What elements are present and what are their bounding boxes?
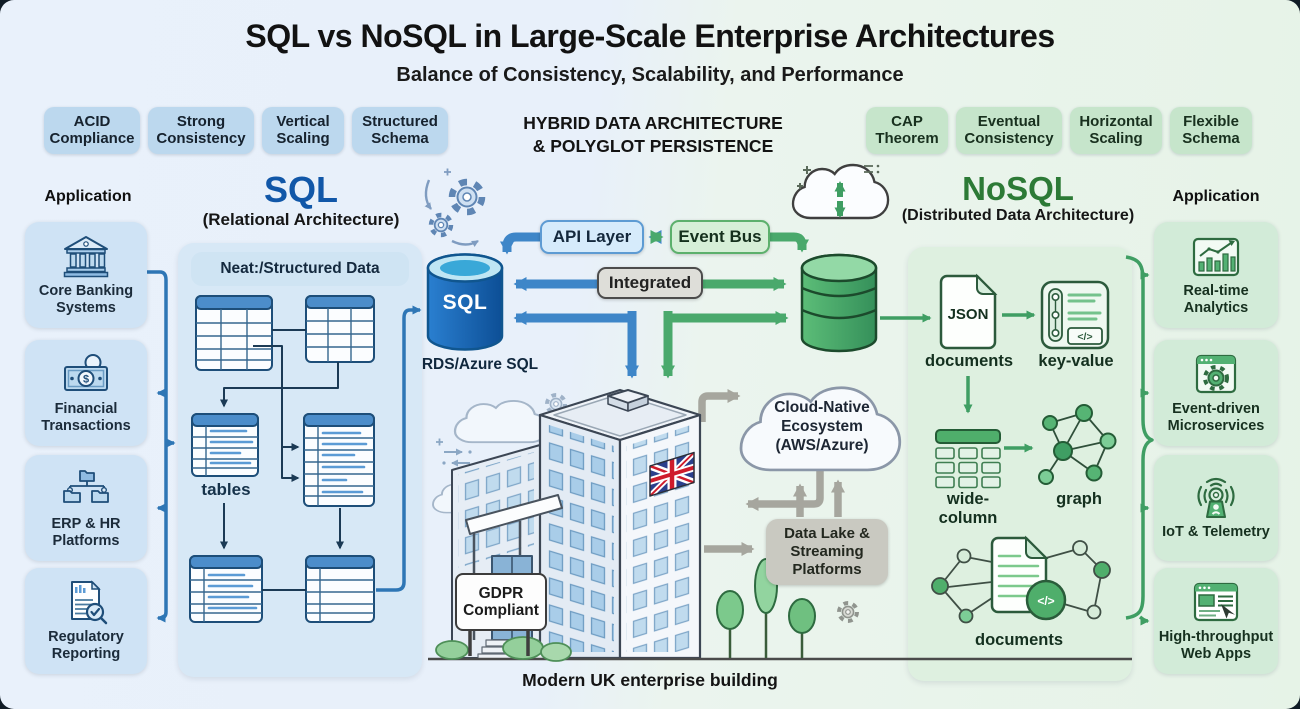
graph-label: graph: [1056, 490, 1102, 508]
badge-strong-consistency: Strong Consistency: [148, 107, 254, 154]
page-title: SQL vs NoSQL in Large-Scale Enterprise A…: [245, 18, 1055, 54]
analytics-chart-icon: [1192, 238, 1240, 277]
gears-icon: [424, 168, 486, 248]
card-label: Real-time Analytics: [1183, 283, 1249, 316]
nosql-subtitle: (Distributed Data Architecture): [901, 207, 1135, 224]
structured-data-label: Neat:/Structured Data: [191, 252, 409, 286]
badge-eventual-consistency: Eventual Consistency: [956, 107, 1062, 154]
left-apps-connector: [147, 270, 176, 623]
sql-badges-row: ACID Compliance Strong Consistency Verti…: [44, 107, 448, 154]
rds-azure-sql-label: RDS/Azure SQL: [421, 356, 539, 373]
bank-icon: [63, 236, 109, 278]
gray-gear-icon: [837, 601, 859, 623]
sql-section-title: SQL (Relational Architecture): [178, 172, 424, 230]
data-lake-box: Data Lake & Streaming Platforms: [766, 519, 888, 585]
cloud-sync-icon: [791, 163, 890, 220]
card-label: Event-driven Microservices: [1167, 401, 1265, 434]
nosql-database-icon: [800, 253, 878, 353]
cloud-native-label: Cloud-Native Ecosystem (AWS/Azure): [774, 399, 870, 454]
browser-gear-icon: [1195, 355, 1237, 394]
right-application-heading: Application: [1172, 188, 1260, 205]
sql-db-text: SQL: [442, 291, 488, 314]
documents2-label: documents: [974, 631, 1063, 649]
card-realtime-analytics: Real-time Analytics: [1154, 222, 1278, 328]
sql-relational-panel: [178, 243, 422, 677]
banknote-icon: $: [64, 354, 108, 392]
nosql-models-panel: [908, 247, 1132, 681]
small-clouds: [432, 393, 567, 514]
browser-cursor-icon: [1193, 583, 1239, 622]
badge-horizontal-scaling: Horizontal Scaling: [1070, 107, 1162, 154]
documents-label: documents: [924, 352, 1013, 370]
api-layer-box: API Layer: [540, 220, 644, 254]
key-value-label: key-value: [1038, 352, 1114, 370]
card-event-driven-microservices: Event-driven Microservices: [1154, 340, 1278, 446]
sql-title: SQL: [263, 169, 338, 210]
hybrid-heading-line1: HYBRID DATA ARCHITECTURE: [523, 113, 783, 133]
badge-flexible-schema: Flexible Schema: [1170, 107, 1252, 154]
gdpr-sign: GDPR Compliant: [455, 573, 547, 631]
card-core-banking: Core Banking Systems: [25, 222, 147, 328]
sql-subtitle: (Relational Architecture): [202, 210, 400, 229]
hybrid-heading-line2: & POLYGLOT PERSISTENCE: [532, 135, 774, 156]
nosql-section-title: NoSQL (Distributed Data Architecture): [888, 172, 1148, 225]
badge-cap-theorem: CAP Theorem: [866, 107, 948, 154]
page-subtitle: Balance of Consistency, Scalability, and…: [396, 64, 904, 86]
nosql-title: NoSQL: [962, 170, 1074, 207]
uk-flag-icon: [648, 450, 696, 499]
card-regulatory-reporting: Regulatory Reporting: [25, 568, 147, 674]
card-financial-transactions: $ Financial Transactions: [25, 340, 147, 446]
left-application-heading: Application: [44, 188, 132, 205]
svg-text:$: $: [83, 374, 89, 386]
wide-column-label: wide-column: [938, 490, 998, 527]
hybrid-heading: HYBRID DATA ARCHITECTURE & POLYGLOT PERS…: [486, 112, 820, 158]
badge-acid: ACID Compliance: [44, 107, 140, 154]
card-label: IoT & Telemetry: [1162, 524, 1270, 541]
card-label: High-throughput Web Apps: [1158, 629, 1274, 662]
badge-vertical-scaling: Vertical Scaling: [262, 107, 344, 154]
event-bus-box: Event Bus: [670, 220, 770, 254]
org-folders-icon: [63, 470, 109, 504]
card-iot-telemetry: IoT & Telemetry: [1154, 455, 1278, 561]
report-check-icon: [71, 580, 108, 625]
integrated-box: Integrated: [597, 267, 703, 299]
antenna-icon: [1197, 478, 1235, 519]
card-label: ERP & HR Platforms: [51, 516, 121, 549]
integration-arrows: [500, 230, 809, 379]
building-caption: Modern UK enterprise building: [522, 670, 778, 690]
nosql-badges-row: CAP Theorem Eventual Consistency Horizon…: [866, 107, 1252, 154]
bushes: [435, 636, 572, 662]
badge-structured-schema: Structured Schema: [352, 107, 448, 154]
tables-label: tables: [201, 480, 251, 499]
card-label: Regulatory Reporting: [48, 629, 124, 662]
card-label: Financial Transactions: [41, 401, 131, 434]
card-erp-hr: ERP & HR Platforms: [25, 455, 147, 561]
card-label: Core Banking Systems: [38, 283, 134, 316]
card-high-throughput-web-apps: High-throughput Web Apps: [1154, 568, 1278, 674]
